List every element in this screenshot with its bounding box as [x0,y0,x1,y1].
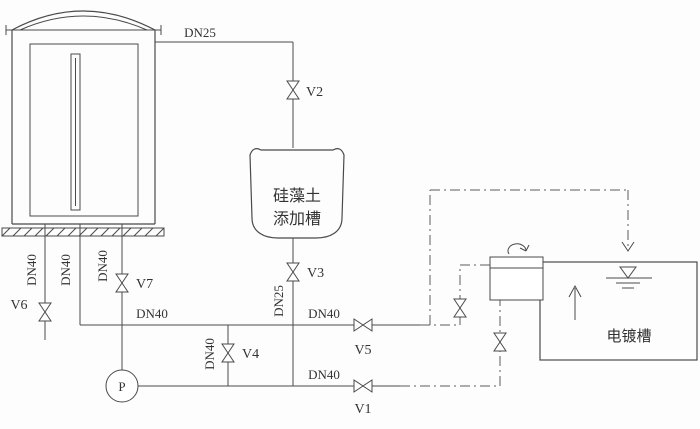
plating-tank-outline [539,261,698,361]
pump-label: P [118,379,125,394]
valve-tank-return [493,332,507,352]
valve-v7 [115,273,129,293]
label-dn40-outlet: DN40 [58,254,73,286]
liquid-level-icon [606,266,652,289]
label-valve-v1: V1 [354,402,371,417]
label-valve-v2: V2 [306,85,323,100]
filter-vessel [1,10,165,237]
agitator-icon [507,243,530,255]
label-valve-v5: V5 [354,343,371,358]
label-dn40-discharge: DN40 [308,367,340,382]
label-dn40-branch: DN40 [202,338,217,370]
valve-tank-suction [453,298,467,318]
label-dn40-main-left: DN40 [136,306,168,321]
label-dn25-top: DN25 [184,25,216,40]
arrow-down-icon [621,241,635,252]
label-dn25-riser: DN25 [271,285,286,317]
vessel-dome-outer [11,10,156,31]
valve-v4 [221,343,235,363]
dashdot-return-to-filter-unit [400,300,501,387]
valve-v2 [286,80,300,100]
valve-v5 [353,318,373,332]
diatomite-tank-label-line2: 添加槽 [273,210,321,228]
label-dn40-drain: DN40 [24,254,39,286]
pump-body [105,369,139,403]
vessel-dome-inner [19,15,148,31]
diatomite-tank-outline [249,148,345,239]
vessel-flange [5,25,162,35]
vessel-base [1,227,165,237]
diatomite-tank: 硅藻土 添加槽 [249,148,345,239]
label-dn40-suction: DN40 [95,250,110,282]
label-valve-v4: V4 [242,347,259,362]
flow-up-arrow-icon [568,284,582,320]
vessel-inner-basket [29,43,139,217]
vessel-shell [11,30,156,225]
label-valve-v7: V7 [136,277,153,292]
label-valve-v3: V3 [307,266,324,281]
dashdot-overhead-return [429,189,629,325]
filter-unit-outline [489,256,544,301]
label-valve-v6: V6 [10,298,27,313]
diatomite-tank-label-line1: 硅藻土 [273,187,321,205]
plating-tank-label: 电镀槽 [606,328,651,345]
valve-v3 [286,262,300,282]
valve-v6 [38,302,52,322]
plating-tank: 电镀槽 [539,261,698,361]
label-dn40-main-right: DN40 [308,306,340,321]
valve-v1 [353,379,373,393]
filter-unit-box [489,243,544,301]
filter-element [70,53,81,211]
pump: P [105,369,139,403]
vessel-base-hatch [1,227,165,237]
